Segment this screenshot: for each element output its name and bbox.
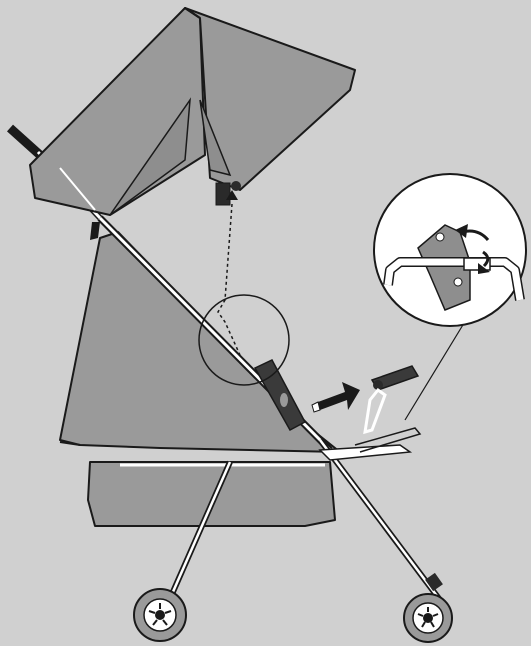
dotted-up-arrow: [217, 190, 241, 356]
hook-clip: [363, 387, 387, 435]
frame-socket: [253, 359, 307, 432]
magnifier-circle: [198, 294, 290, 386]
canopy-adapter-clip: [215, 182, 231, 206]
detail-leader-line: [404, 309, 473, 421]
front-wheel: [403, 593, 453, 643]
canopy: [29, 7, 356, 240]
canopy-mount-plug: [370, 365, 420, 391]
insert-arrow: [311, 382, 360, 413]
storage-basket: [87, 461, 336, 527]
rear-wheel: [133, 588, 187, 642]
hinge-rotation-detail: [373, 173, 527, 327]
